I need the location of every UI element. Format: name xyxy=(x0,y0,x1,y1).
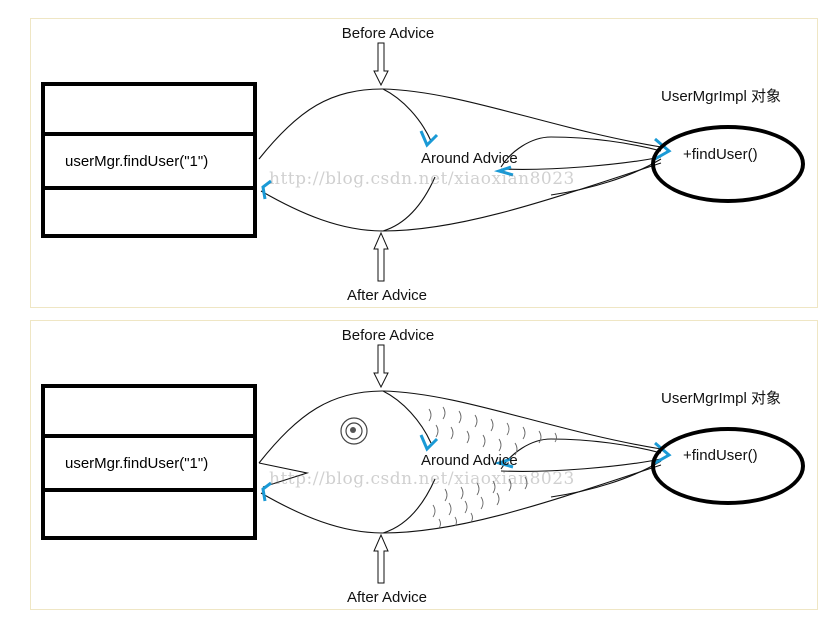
upper-flow-curve xyxy=(258,390,662,464)
target-object-label: UserMgrImpl 对象 xyxy=(661,390,782,407)
after-advice-arrow-icon xyxy=(373,231,389,282)
call-statement: userMgr.findUser("1") xyxy=(45,132,253,190)
call-statement: userMgr.findUser("1") xyxy=(45,434,253,492)
flow-curves xyxy=(258,344,672,584)
before-advice-label: Before Advice xyxy=(341,25,435,42)
blue-arrow-head-icon xyxy=(493,457,514,469)
caller-box: userMgr.findUser("1") xyxy=(41,82,257,238)
after-advice-label: After Advice xyxy=(346,589,428,606)
around-to-target-curve xyxy=(500,136,662,168)
fish-eye-icon xyxy=(340,417,368,445)
before-to-around-curve xyxy=(382,390,432,444)
aop-diagram-panel-fish: Before Advice After Advice Around Advice… xyxy=(30,320,818,610)
before-advice-label: Before Advice xyxy=(341,327,435,344)
before-to-around-curve xyxy=(382,88,432,142)
blue-arrow-head-icon xyxy=(261,481,272,502)
fish-scales xyxy=(428,406,557,529)
aop-diagram-panel-plain: Before Advice After Advice Around Advice… xyxy=(30,18,818,308)
around-to-target-curve xyxy=(500,438,662,470)
before-advice-arrow-icon xyxy=(373,42,389,87)
blue-arrow-head-icon xyxy=(261,179,272,200)
upper-flow-curve xyxy=(258,88,662,160)
watermark-text: http://blog.csdn.net/xiaoxian8023 xyxy=(269,469,575,489)
blue-arrow-head-icon xyxy=(419,434,439,452)
around-to-after-curve xyxy=(382,478,436,534)
around-to-after-curve xyxy=(382,176,436,232)
target-object-oval xyxy=(651,427,805,505)
watermark-text: http://blog.csdn.net/xiaoxian8023 xyxy=(269,169,575,189)
before-advice-arrow-icon xyxy=(373,344,389,389)
target-object-label: UserMgrImpl 对象 xyxy=(661,88,782,105)
after-advice-arrow-icon xyxy=(373,533,389,584)
blue-arrow-head-icon xyxy=(419,130,439,148)
caller-box: userMgr.findUser("1") xyxy=(41,384,257,540)
after-advice-label: After Advice xyxy=(346,287,428,304)
target-object-oval xyxy=(651,125,805,203)
target-to-around-curve xyxy=(500,458,662,472)
fish-mouth-line xyxy=(258,462,310,488)
around-advice-label: Around Advice xyxy=(421,452,518,469)
target-to-around-curve xyxy=(500,156,662,170)
blue-arrow-head-icon xyxy=(493,165,514,177)
around-advice-label: Around Advice xyxy=(421,150,518,167)
